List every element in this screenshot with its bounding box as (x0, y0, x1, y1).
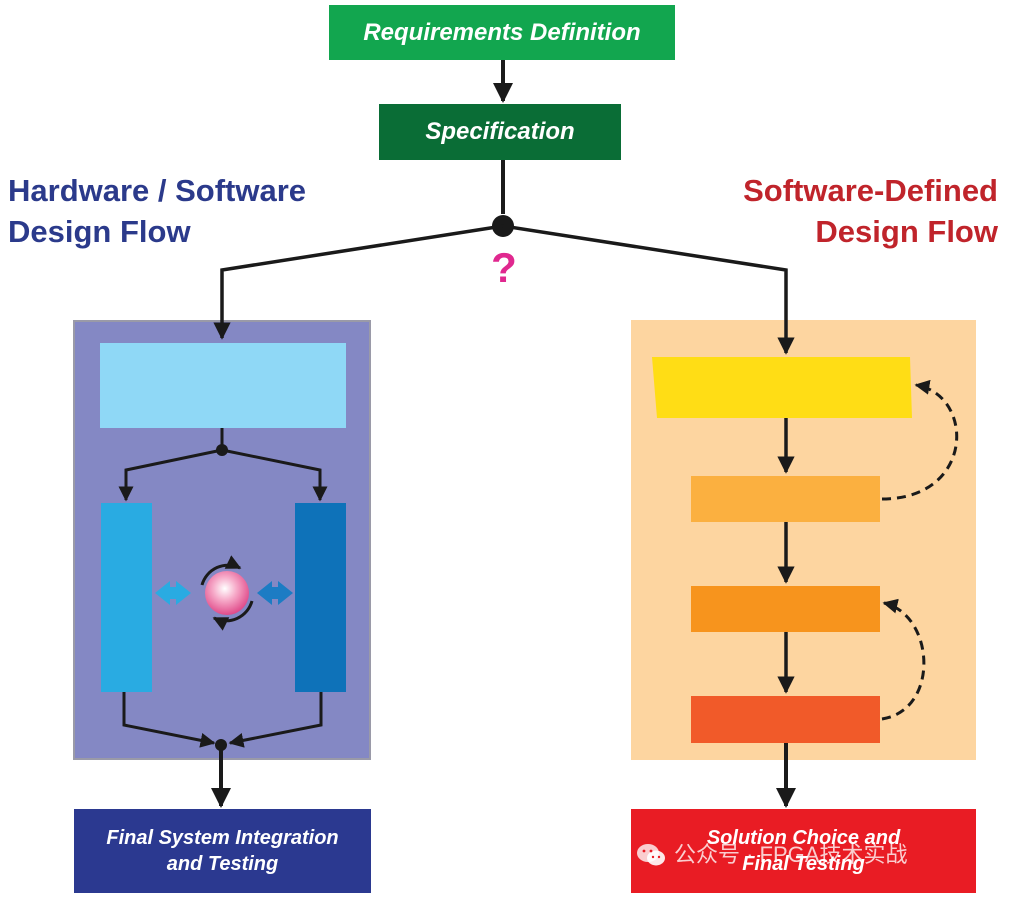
sw-feedback-loop-upper (881, 379, 959, 501)
hw-merge-right (228, 692, 323, 748)
hardware-software-flow-title: Hardware / Software Design Flow (8, 170, 348, 252)
sw-step-1-block (652, 357, 912, 418)
hw-left-double-arrow (155, 581, 191, 605)
sw-title-line-2: Design Flow (815, 214, 998, 249)
requirements-definition-label: Requirements Definition (363, 18, 641, 46)
hw-merge-left (122, 692, 216, 748)
hw-title-line-1: Hardware / Software (8, 173, 307, 208)
hw-branch-left (118, 448, 223, 502)
sw-feedback-loop-lower (881, 598, 926, 721)
software-defined-flow-title: Software-Defined Design Flow (658, 170, 998, 252)
final-system-integration-box: Final System Integration and Testing (74, 809, 371, 893)
watermark-text: 公众号 · FPGA技术实战 (674, 842, 908, 867)
sw-title-line-1: Software-Defined (743, 173, 998, 208)
cycle-arrow-arc-1 (200, 555, 242, 586)
final-hw-label-line-2: and Testing (166, 853, 279, 875)
sw-step-3-block (691, 586, 880, 632)
hw-system-partition-block (100, 343, 346, 428)
sw-step-4-block (691, 696, 880, 743)
hw-branch-right (221, 448, 328, 502)
requirements-definition-box: Requirements Definition (329, 5, 675, 60)
final-hw-label-line-1: Final System Integration (106, 827, 339, 849)
wechat-icon (637, 844, 665, 866)
hw-software-design-block (295, 503, 346, 692)
watermark: 公众号 · FPGA技术实战 (636, 842, 907, 868)
final-sw-label-line-1: Solution Choice and (706, 827, 901, 849)
cycle-arrow-arc-2 (212, 600, 254, 631)
sw-step-2-block (691, 476, 880, 522)
hw-right-double-arrow (257, 581, 293, 605)
final-sw-label-line-2: Final Testing (742, 853, 865, 875)
specification-box: Specification (379, 104, 621, 160)
co-verification-icon (205, 571, 249, 615)
specification-label: Specification (425, 118, 575, 145)
solution-choice-box: Solution Choice and Final Testing (631, 809, 976, 893)
hw-title-line-2: Design Flow (8, 214, 191, 249)
decision-question-mark: ? (491, 244, 517, 291)
branch-to-software-flow (502, 224, 795, 355)
branch-to-hardware-flow (213, 224, 504, 340)
hw-hardware-design-block (101, 503, 152, 692)
